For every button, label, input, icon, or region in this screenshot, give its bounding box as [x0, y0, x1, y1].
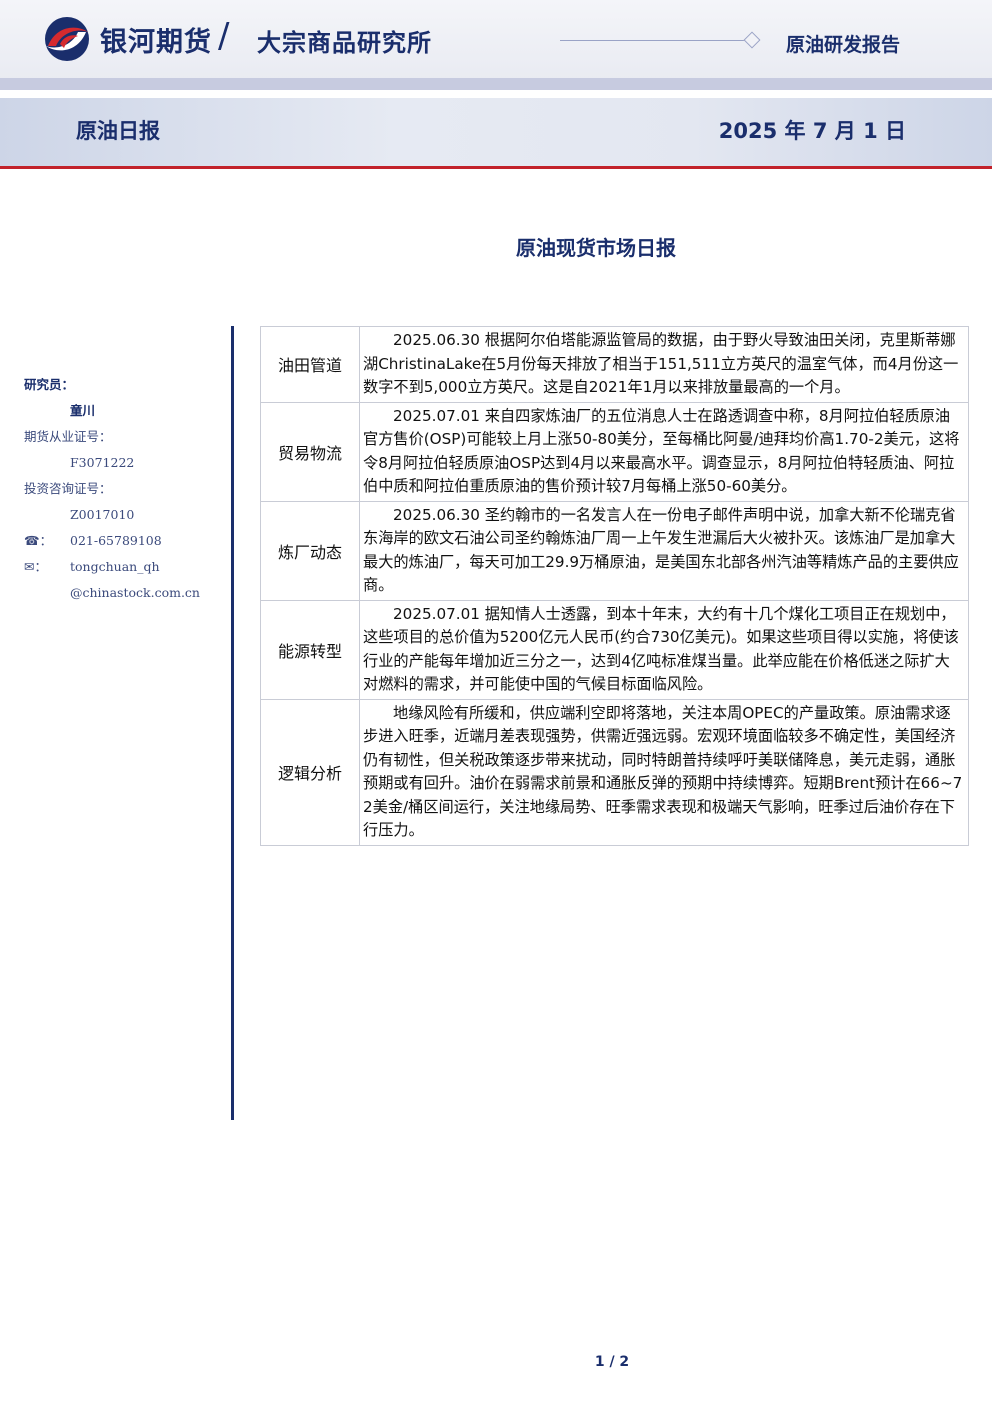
header-bar — [0, 0, 992, 80]
content-cell: 地缘风险有所缓和，供应端利空即将落地，关注本周OPEC的产量政策。原油需求逐步进… — [359, 698, 969, 846]
researcher-sidebar: 研究员： 童川 期货从业证号： F3071222 投资咨询证号： Z001701… — [24, 372, 224, 606]
page-number: 1 / 2 — [594, 1354, 630, 1370]
header-stripe — [0, 78, 992, 90]
phone-icon: ☎： — [24, 533, 53, 548]
phone-number: 021-65789108 — [70, 533, 162, 548]
category-cell: 贸易物流 — [260, 401, 360, 502]
content-cell: 2025.07.01 据知情人士透露，到本十年末，大约有十几个煤化工项目正在规划… — [359, 599, 969, 700]
table-row: 能源转型 2025.07.01 据知情人士透露，到本十年末，大约有十几个煤化工项… — [260, 599, 969, 700]
futures-cert-number: F3071222 — [70, 455, 135, 470]
email-row: ✉： tongchuan_qh — [24, 554, 224, 580]
email-icon: ✉： — [24, 559, 47, 574]
table-row: 贸易物流 2025.07.01 来自四家炼油厂的五位消息人士在路透调查中称，8月… — [260, 401, 969, 502]
report-date: 2025 年 7 月 1 日 — [718, 119, 906, 143]
table-row: 逻辑分析 地缘风险有所缓和，供应端利空即将落地，关注本周OPEC的产量政策。原油… — [260, 698, 969, 846]
institute-name: 大宗商品研究所 — [257, 29, 432, 57]
content-cell: 2025.06.30 根据阿尔伯塔能源监管局的数据，由于野火导致油田关闭，克里斯… — [359, 326, 969, 403]
futures-cert-label: 期货从业证号： — [24, 429, 112, 444]
report-name: 原油日报 — [76, 119, 160, 143]
market-report-table: 油田管道 2025.06.30 根据阿尔伯塔能源监管局的数据，由于野火导致油田关… — [260, 326, 969, 846]
phone-row: ☎： 021-65789108 — [24, 528, 224, 554]
category-cell: 炼厂动态 — [260, 500, 360, 601]
document-title: 原油现货市场日报 — [516, 236, 676, 260]
header-rule — [560, 40, 746, 41]
brand-name: 银河期货 — [100, 27, 212, 58]
email-line-1: tongchuan_qh — [70, 559, 160, 574]
category-cell: 油田管道 — [260, 326, 360, 403]
banner-red-rule — [0, 166, 992, 169]
email-line-2: @chinastock.com.cn — [70, 585, 200, 600]
brand-logo-icon — [45, 17, 89, 61]
consult-cert-number: Z0017010 — [70, 507, 135, 522]
researcher-name: 童川 — [70, 403, 96, 418]
researcher-label: 研究员： — [24, 377, 75, 392]
content-cell: 2025.06.30 圣约翰市的一名发言人在一份电子邮件声明中说，加拿大新不伦瑞… — [359, 500, 969, 601]
consult-cert-label: 投资咨询证号： — [24, 481, 112, 496]
header-divider: / — [218, 16, 230, 56]
title-banner — [0, 98, 992, 166]
table-row: 炼厂动态 2025.06.30 圣约翰市的一名发言人在一份电子邮件声明中说，加拿… — [260, 500, 969, 601]
table-row: 油田管道 2025.06.30 根据阿尔伯塔能源监管局的数据，由于野火导致油田关… — [260, 326, 969, 403]
category-cell: 能源转型 — [260, 599, 360, 700]
content-cell: 2025.07.01 来自四家炼油厂的五位消息人士在路透调查中称，8月阿拉伯轻质… — [359, 401, 969, 502]
report-type: 原油研发报告 — [786, 34, 901, 56]
category-cell: 逻辑分析 — [260, 698, 360, 846]
sidebar-divider — [231, 326, 234, 1120]
